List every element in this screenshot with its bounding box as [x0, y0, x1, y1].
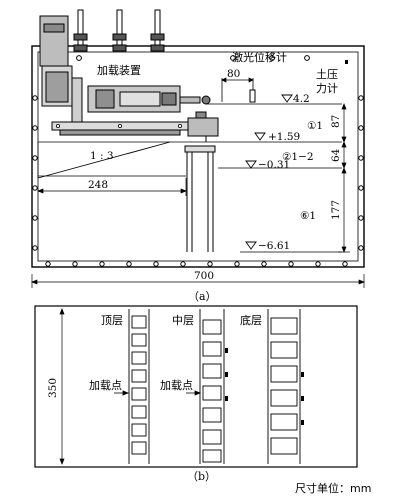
- middle-markers: [225, 348, 228, 401]
- bottom-layer-strip: [267, 309, 301, 464]
- layer-1: ①1: [307, 120, 323, 132]
- layer-2: ②1−2: [282, 151, 314, 163]
- dim-248: 248: [88, 179, 108, 191]
- dim-177: 177: [330, 200, 342, 220]
- level-lines: [38, 103, 342, 177]
- level-3: −6.61: [258, 240, 290, 252]
- top-layer-strip: [128, 309, 150, 464]
- bottom-layer-label: 底层: [240, 313, 262, 327]
- level-top: 4.2: [293, 93, 310, 105]
- caption-a: （a）: [188, 290, 217, 303]
- load-point-label-left: 加载点: [89, 379, 122, 392]
- level-1: +1.59: [268, 131, 300, 143]
- dim-700-line: [31, 274, 365, 288]
- unit-note: 尺寸单位：mm: [295, 481, 371, 495]
- dim-64: 64: [330, 148, 342, 162]
- loading-device: [39, 9, 219, 142]
- top-layer-label: 顶层: [101, 314, 123, 327]
- panel-a: 80: [31, 9, 365, 303]
- slope-ratio: 1 : 3: [90, 150, 114, 162]
- dim-248-line: [37, 178, 187, 196]
- right-dim-chain: [338, 103, 350, 253]
- dim-87: 87: [330, 115, 342, 128]
- panel-b: 350: [34, 305, 371, 495]
- dim-80: 80: [227, 68, 240, 80]
- loading-device-label: 加载装置: [97, 64, 141, 77]
- dim-350-line: [59, 308, 65, 465]
- load-point-label-mid: 加载点: [160, 379, 193, 392]
- middle-layer-strip: [199, 309, 225, 464]
- layer-3: ⑥1: [300, 210, 316, 222]
- level-2: −0.31: [258, 159, 290, 171]
- bottom-markers: [301, 372, 304, 425]
- caption-b: （b）: [187, 470, 216, 483]
- dim-700: 700: [194, 270, 214, 282]
- laser-meter-label: 激光位移计: [232, 50, 287, 64]
- load-arrows: [114, 390, 202, 396]
- model-box-outer: [31, 45, 365, 268]
- pressure-gauge-marker: [345, 60, 348, 64]
- dim-350: 350: [47, 378, 59, 398]
- dim-80-line: [221, 77, 254, 83]
- plan-box: [34, 305, 358, 468]
- pressure-gauge-label-1: 土压: [316, 68, 338, 81]
- level-markers: [245, 94, 293, 250]
- slope-line: [37, 141, 171, 179]
- pressure-gauge-label-2: 力计: [316, 82, 338, 95]
- device-bolts: [56, 124, 182, 129]
- middle-layer-label: 中层: [172, 314, 194, 327]
- retaining-wall: [184, 145, 216, 252]
